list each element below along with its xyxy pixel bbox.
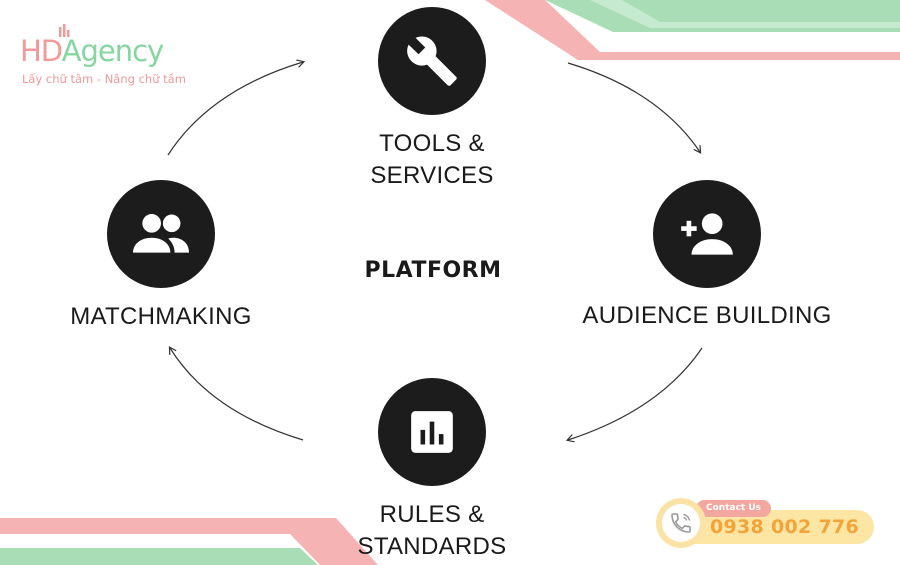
label-matchmaking: MATCHMAKING xyxy=(56,301,266,333)
stripe-top-pink xyxy=(485,0,900,60)
stripe-bottom-green xyxy=(0,548,318,565)
arrow-tools-to-audience xyxy=(567,62,700,152)
logo-wordmark: HDAgency xyxy=(20,34,165,68)
center-title: PLATFORM xyxy=(364,258,502,283)
label-audience-building: AUDIENCE BUILDING xyxy=(575,300,839,332)
label-tools-line2: SERVICES xyxy=(370,162,494,189)
contact-phone-number[interactable]: 0938 002 776 xyxy=(710,516,860,538)
users-icon xyxy=(133,214,189,253)
node-tools-services xyxy=(378,7,486,115)
contact-call-inner xyxy=(662,504,700,542)
node-matchmaking xyxy=(107,180,215,288)
contact-call-button[interactable] xyxy=(656,498,706,548)
add-user-icon xyxy=(681,213,733,255)
arrow-match-to-tools xyxy=(167,62,303,156)
node-audience-building xyxy=(653,180,761,288)
label-tools-line1: TOOLS & xyxy=(379,130,485,157)
arrow-rules-to-match xyxy=(170,348,304,441)
label-match-line1: MATCHMAKING xyxy=(70,303,252,330)
label-rules-line2: STANDARDS xyxy=(357,533,507,560)
logo-mark-icon xyxy=(59,24,70,37)
logo-hd: HD xyxy=(20,34,63,68)
stripe-bottom-pink xyxy=(0,518,378,565)
arrow-audience-to-rules xyxy=(568,347,703,440)
logo-agency: Agency xyxy=(61,34,165,68)
label-rules-line1: RULES & xyxy=(379,501,485,528)
contact-tag: Contact Us xyxy=(696,500,772,517)
label-rules-standards: RULES & STANDARDS xyxy=(332,499,532,563)
stripe-top-green-2 xyxy=(590,0,900,28)
label-audience-line1: AUDIENCE BUILDING xyxy=(582,302,832,329)
contact-widget[interactable]: Contact Us 0938 002 776 xyxy=(656,496,876,550)
bar-chart-icon xyxy=(411,411,453,453)
phone-icon xyxy=(671,513,691,533)
logo-tagline: Lấy chữ tâm - Nâng chữ tầm xyxy=(22,72,186,86)
label-tools-services: TOOLS & SERVICES xyxy=(332,128,532,192)
node-rules-standards xyxy=(378,378,486,486)
wrench-icon xyxy=(407,36,457,86)
brand-logo: HDAgency Lấy chữ tâm - Nâng chữ tầm xyxy=(20,24,220,94)
